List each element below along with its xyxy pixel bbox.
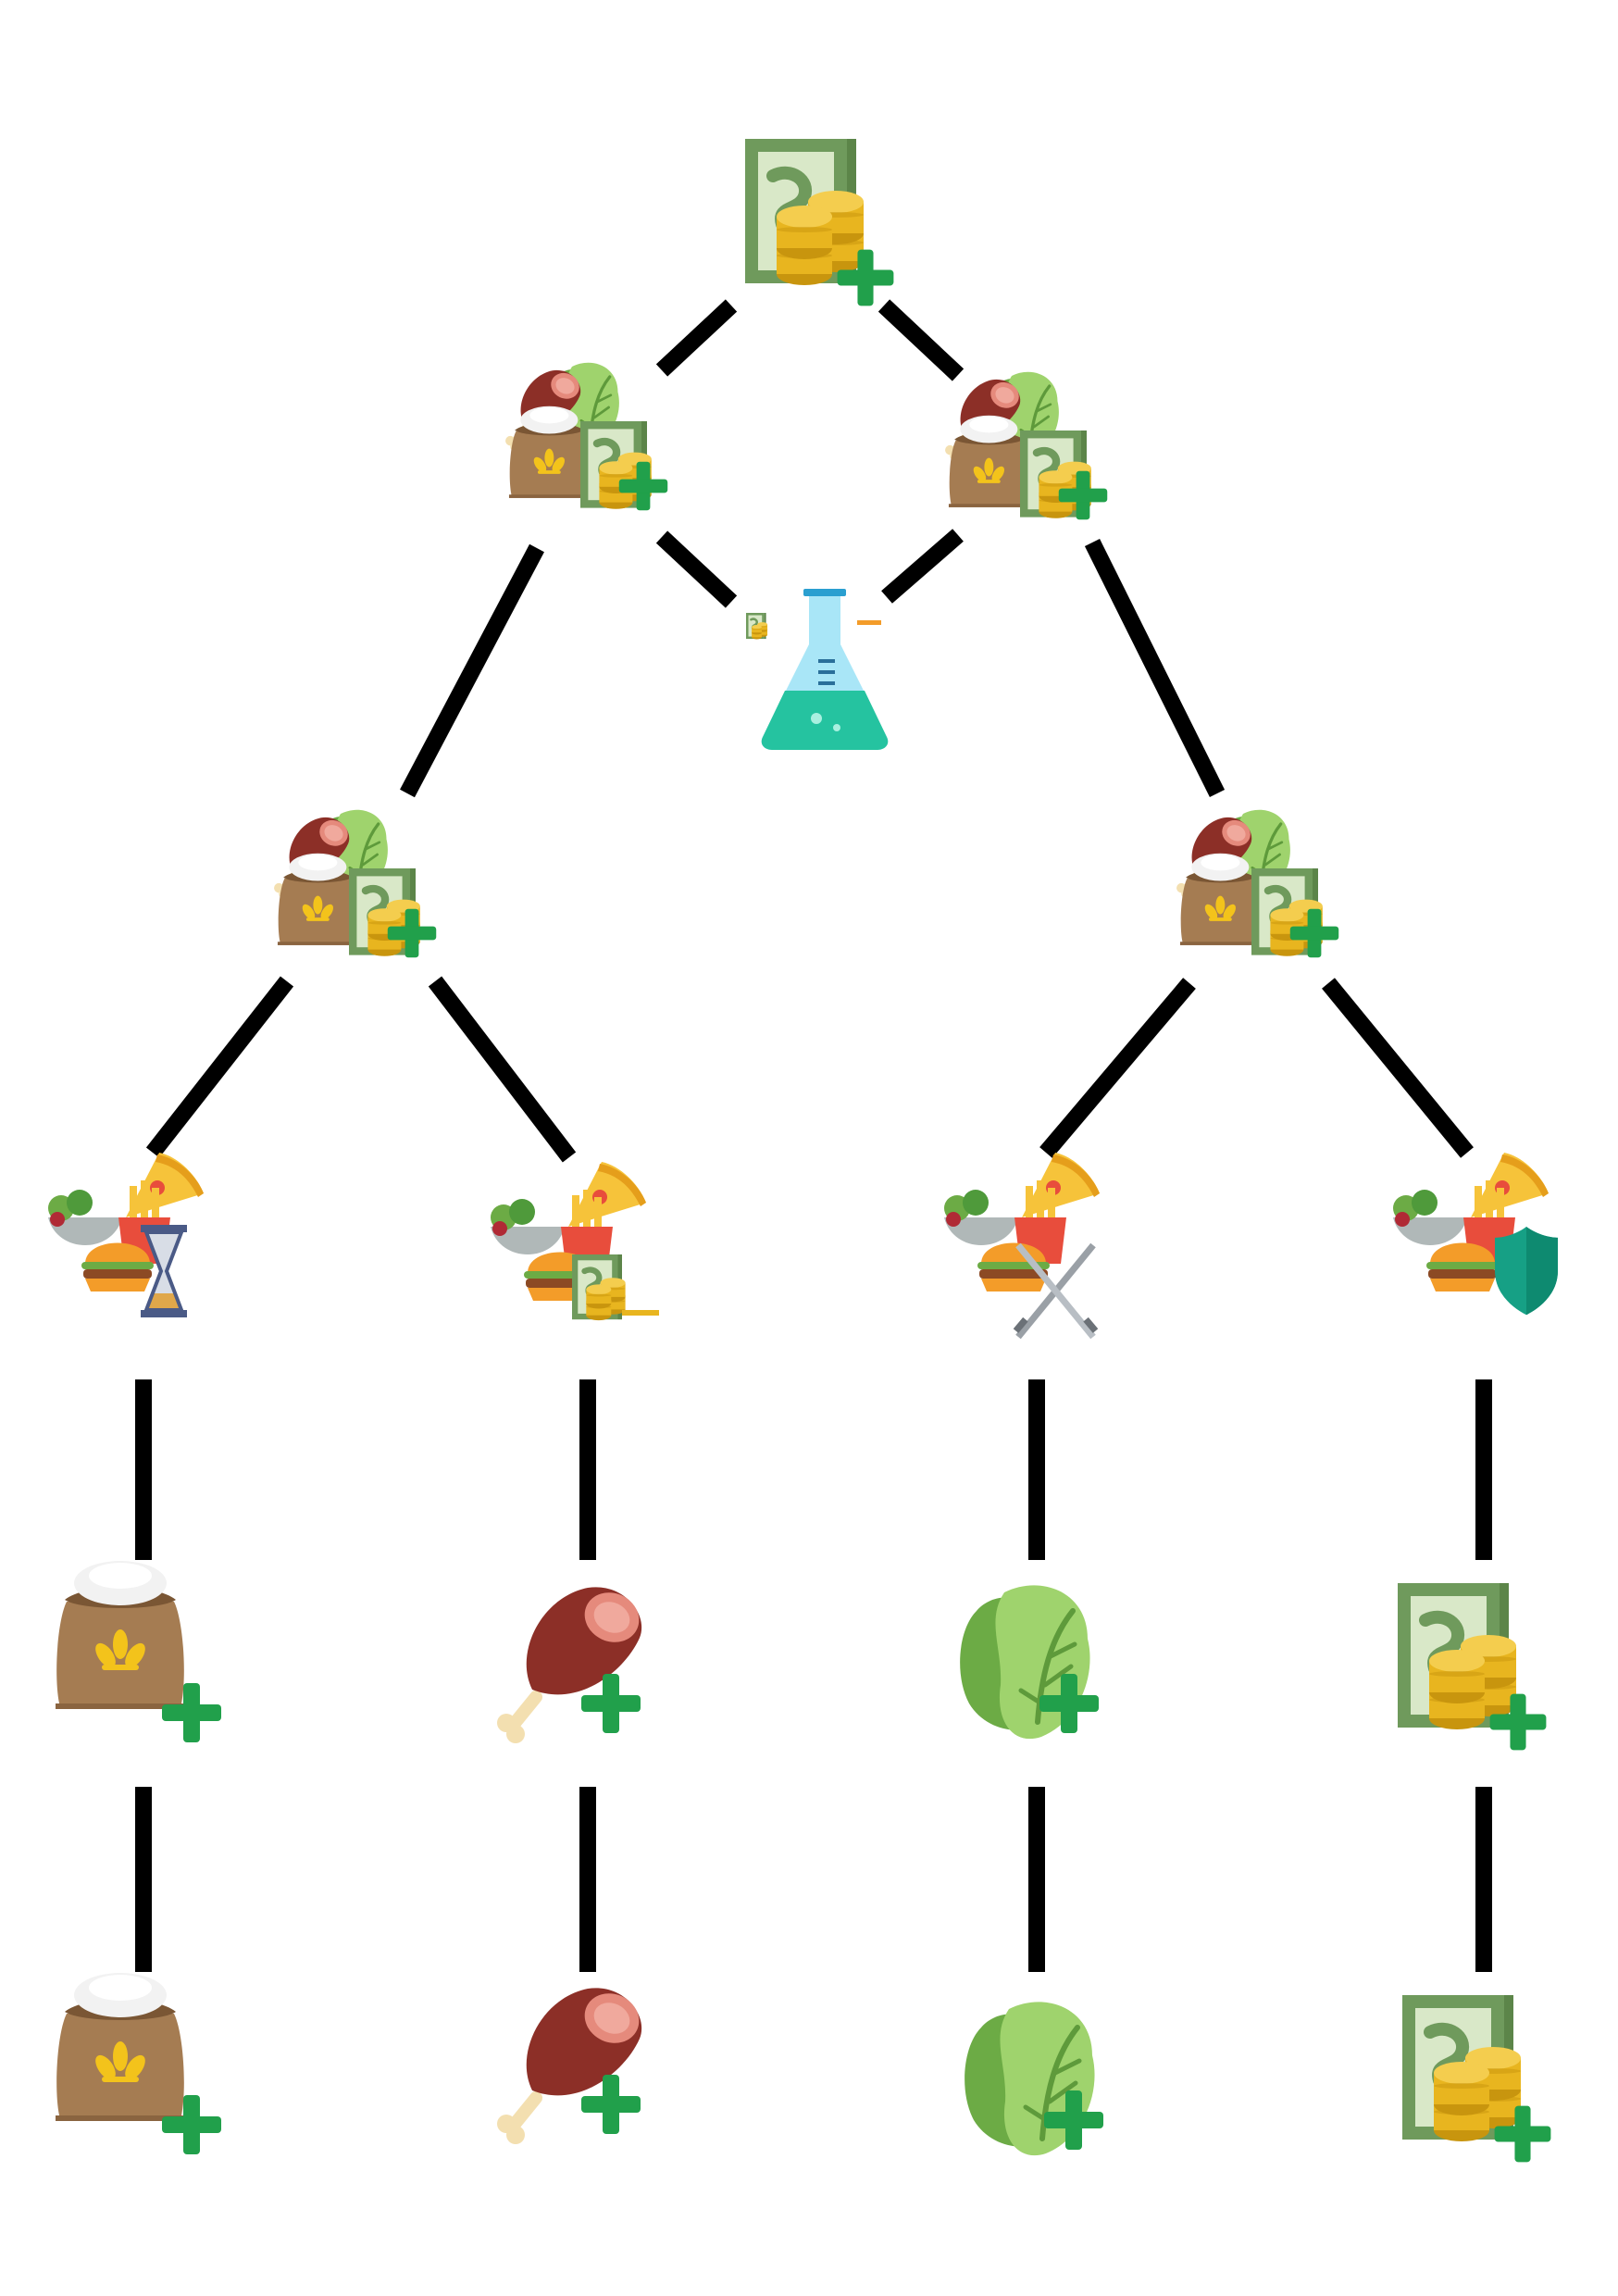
- grain-sack-plus-icon: [56, 1561, 221, 1742]
- food-money-plus-icon: [274, 810, 436, 957]
- money-plus-icon: [1402, 1995, 1551, 2163]
- lettuce-plus-icon: [965, 2002, 1103, 2155]
- tree-edge-food-money-plus-l2-to-meals-money: [428, 976, 577, 1163]
- tree-node-money-plus-b[interactable]: [1402, 1995, 1551, 2163]
- food-money-plus-icon: [505, 363, 667, 510]
- tree-node-lettuce-plus-a[interactable]: [960, 1585, 1099, 1739]
- tree-edge-root-money-plus-to-food-money-plus-l1: [655, 299, 738, 377]
- money-plus-icon: [1398, 1583, 1547, 1751]
- tree-node-money-plus-a[interactable]: [1398, 1583, 1547, 1751]
- tree-node-food-money-plus-r2[interactable]: [1176, 810, 1338, 957]
- tree-node-food-money-plus-r1[interactable]: [945, 372, 1107, 519]
- tree-node-grain-plus-b[interactable]: [56, 1973, 221, 2154]
- tree-edge-food-money-plus-l2-to-meals-hourglass: [145, 976, 294, 1158]
- meals-money-icon: [491, 1162, 659, 1320]
- tree-edge-root-money-plus-to-food-money-plus-r1: [877, 299, 965, 381]
- meat-plus-icon: [497, 1584, 647, 1743]
- tree-node-meat-plus-a[interactable]: [497, 1584, 647, 1743]
- tree-node-research-flask[interactable]: [746, 589, 889, 750]
- tree-node-meals-money[interactable]: [491, 1162, 659, 1320]
- tree-node-meat-plus-b[interactable]: [497, 1985, 647, 2144]
- tree-node-meals-sword[interactable]: [944, 1153, 1100, 1337]
- tree-edges: [135, 299, 1492, 1972]
- tree-node-food-money-plus-l1[interactable]: [505, 363, 667, 510]
- meals-hourglass-icon: [48, 1153, 204, 1319]
- grain-sack-plus-icon: [56, 1973, 221, 2154]
- meat-plus-icon: [497, 1985, 647, 2144]
- tree-node-meals-shield[interactable]: [1393, 1153, 1558, 1316]
- lettuce-plus-icon: [960, 1585, 1099, 1739]
- tree-node-root-money-plus[interactable]: [745, 139, 894, 306]
- tree-edge-food-money-plus-l1-to-research-flask: [655, 530, 738, 608]
- tree-edge-food-money-plus-r2-to-meals-sword: [1039, 978, 1196, 1158]
- tree-node-food-money-plus-l2[interactable]: [274, 810, 436, 957]
- tree-node-meals-hourglass[interactable]: [48, 1153, 204, 1319]
- food-money-plus-icon: [1176, 810, 1338, 957]
- tree-edge-food-money-plus-l1-to-food-money-plus-l2: [400, 543, 544, 798]
- tree-edge-food-money-plus-r1-to-food-money-plus-r2: [1084, 538, 1226, 798]
- tree-nodes: [48, 139, 1558, 2163]
- tree-edge-food-money-plus-r1-to-research-flask: [881, 529, 964, 604]
- tree-node-grain-plus-a[interactable]: [56, 1561, 221, 1742]
- meals-shield-icon: [1393, 1153, 1558, 1316]
- meals-sword-icon: [944, 1153, 1100, 1337]
- food-money-plus-icon: [945, 372, 1107, 519]
- tree-node-lettuce-plus-b[interactable]: [965, 2002, 1103, 2155]
- tree-edge-food-money-plus-r2-to-meals-shield: [1322, 978, 1474, 1158]
- research-flask-icon: [746, 589, 889, 750]
- money-plus-icon: [745, 139, 894, 306]
